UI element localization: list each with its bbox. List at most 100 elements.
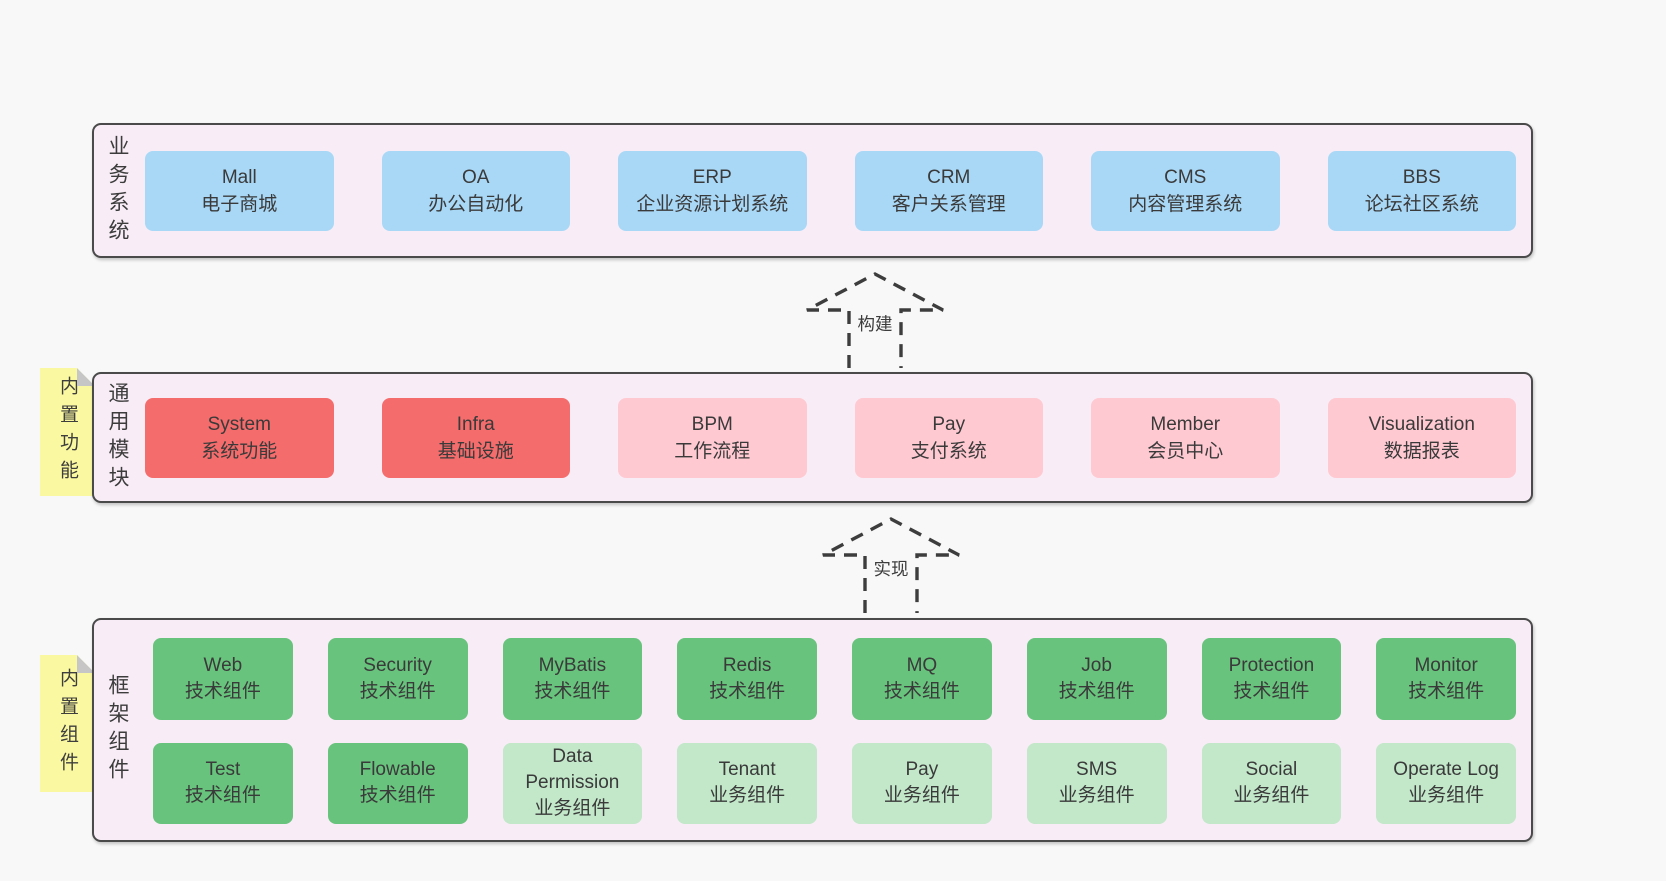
box-subtitle: 业务组件 [883, 785, 960, 807]
box-title: Monitor [1414, 654, 1478, 676]
box-title: Flowable [359, 759, 436, 781]
box-subtitle: 支付系统 [910, 440, 987, 462]
sticky-note-builtin-components: 内置组件 [40, 655, 95, 792]
box-web: Web 技术组件 [153, 638, 293, 720]
box-system: System 系统功能 [145, 397, 334, 478]
box-subtitle: 数据报表 [1383, 440, 1460, 462]
band-boxes: Mall 电子商城 OA 办公自动化 ERP 企业资源计划系统 CRM 客户关系… [140, 125, 1531, 256]
box-subtitle: 业务组件 [709, 785, 786, 807]
sticky-note-builtin-features: 内置功能 [40, 368, 95, 496]
band-framework-components: 框架组件 Web 技术组件 Security 技术组件 MyBatis 技术组件… [92, 618, 1533, 842]
box-member: Member 会员中心 [1091, 397, 1280, 478]
box-monitor: Monitor 技术组件 [1376, 638, 1516, 720]
box-data-permission: Data Permission 业务组件 [502, 742, 643, 824]
box-subtitle: 电子商城 [201, 194, 278, 215]
box-sms: SMS 业务组件 [1026, 742, 1167, 824]
box-subtitle: 技术组件 [184, 680, 261, 702]
box-crm: CRM 客户关系管理 [854, 151, 1043, 231]
box-subtitle: 会员中心 [1147, 440, 1224, 462]
box-protection: Protection 技术组件 [1201, 638, 1342, 720]
box-security: Security 技术组件 [327, 638, 468, 720]
band-boxes: Web 技术组件 Security 技术组件 MyBatis 技术组件 Redi… [140, 620, 1531, 840]
box-operate-log: Operate Log 业务组件 [1376, 742, 1516, 824]
box-title: Mall [221, 167, 257, 188]
dashed-up-arrow-icon [822, 517, 960, 613]
band-boxes: System 系统功能 Infra 基础设施 BPM 工作流程 Pay 支付系统… [140, 374, 1531, 501]
box-subtitle: 系统功能 [201, 440, 278, 462]
box-flowable: Flowable 技术组件 [327, 742, 468, 824]
box-subtitle: 技术组件 [1408, 680, 1485, 702]
box-oa: OA 办公自动化 [381, 151, 570, 231]
box-subtitle: 办公自动化 [428, 194, 524, 215]
box-infra: Infra 基础设施 [381, 397, 570, 478]
box-pay: Pay 支付系统 [854, 397, 1043, 478]
box-title: CMS [1164, 167, 1207, 188]
box-erp: ERP 企业资源计划系统 [618, 151, 807, 231]
box-title: Pay [932, 413, 966, 435]
box-subtitle: 技术组件 [1058, 680, 1135, 702]
box-title: Test [205, 759, 241, 781]
box-test: Test 技术组件 [153, 742, 293, 824]
box-bbs: BBS 论坛社区系统 [1327, 151, 1516, 231]
band-label: 框架组件 [106, 674, 129, 786]
band-label: 业务系统 [106, 134, 129, 247]
box-title: Redis [722, 654, 772, 676]
box-title: Security [363, 654, 432, 676]
arrow-build: 构建 [805, 270, 945, 368]
box-title: ERP [692, 167, 732, 188]
sticky-label: 内置功能 [57, 376, 78, 488]
box-subtitle: 业务组件 [534, 798, 611, 820]
box-title: Visualization [1368, 413, 1475, 435]
box-title: BPM [691, 413, 733, 435]
box-bpm: BPM 工作流程 [618, 397, 807, 478]
box-title: CRM [927, 167, 971, 188]
box-title: Job [1081, 654, 1112, 676]
arrow-implement: 实现 [821, 515, 961, 613]
band-common-modules: 通用模块 System 系统功能 Infra 基础设施 BPM 工作流程 Pay… [92, 372, 1533, 503]
box-title: OA [462, 167, 490, 188]
box-title: Tenant [718, 759, 776, 781]
box-subtitle: 工作流程 [674, 440, 751, 462]
box-subtitle: 技术组件 [184, 785, 261, 807]
box-mybatis: MyBatis 技术组件 [502, 638, 643, 720]
box-subtitle: 业务组件 [1058, 785, 1135, 807]
arrow-label: 构建 [852, 310, 898, 337]
box-subtitle: 技术组件 [1233, 680, 1310, 702]
box-subtitle: 业务组件 [1233, 785, 1310, 807]
box-title: SMS [1076, 759, 1118, 781]
components-row: Web 技术组件 Security 技术组件 MyBatis 技术组件 Redi… [153, 638, 1516, 720]
box-title: MQ [906, 654, 938, 676]
box-title: Web [203, 654, 243, 676]
box-title: Protection [1228, 654, 1315, 676]
box-pay-business: Pay 业务组件 [852, 742, 992, 824]
box-title: Infra [456, 413, 495, 435]
band-business-systems: 业务系统 Mall 电子商城 OA 办公自动化 ERP 企业资源计划系统 CRM… [92, 123, 1533, 258]
box-title: System [207, 413, 271, 435]
box-subtitle: 内容管理系统 [1128, 194, 1243, 215]
box-mall: Mall 电子商城 [145, 151, 334, 231]
box-title: Pay [905, 759, 939, 781]
box-tenant: Tenant 业务组件 [677, 742, 817, 824]
box-redis: Redis 技术组件 [677, 638, 817, 720]
box-mq: MQ 技术组件 [852, 638, 992, 720]
box-subtitle: 技术组件 [359, 680, 436, 702]
box-subtitle: 客户关系管理 [891, 194, 1006, 215]
arrow-label: 实现 [868, 555, 914, 582]
box-subtitle: 技术组件 [883, 680, 960, 702]
box-subtitle: 论坛社区系统 [1364, 194, 1479, 215]
band-label: 通用模块 [106, 381, 129, 494]
box-job: Job 技术组件 [1026, 638, 1167, 720]
box-title: Member [1150, 413, 1221, 435]
box-social: Social 业务组件 [1201, 742, 1342, 824]
box-title: BBS [1402, 167, 1441, 188]
sticky-label: 内置组件 [57, 667, 78, 780]
dashed-up-arrow-icon [806, 272, 944, 368]
box-cms: CMS 内容管理系统 [1091, 151, 1280, 231]
box-visualization: Visualization 数据报表 [1327, 397, 1516, 478]
box-subtitle: 基础设施 [437, 440, 514, 462]
components-row: Test 技术组件 Flowable 技术组件 Data Permission … [153, 742, 1516, 824]
box-title: MyBatis [538, 654, 607, 676]
box-title: Social [1245, 759, 1298, 781]
box-subtitle: 技术组件 [359, 785, 436, 807]
